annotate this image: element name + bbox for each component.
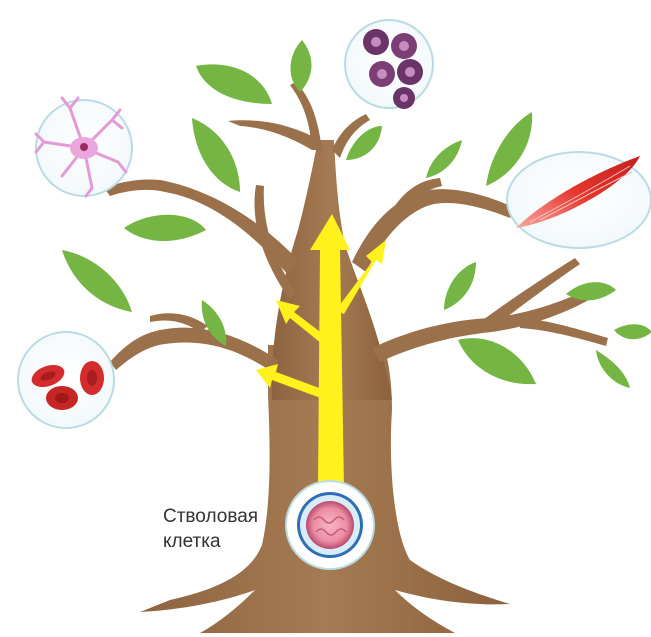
leaf <box>192 118 240 192</box>
branch-top-left <box>228 120 316 150</box>
stem-cell-caption: Стволовая клетка <box>163 504 293 554</box>
stem-cell-bubble <box>286 481 374 569</box>
leaf <box>596 350 630 388</box>
leaf <box>62 250 132 312</box>
leaf <box>566 282 616 300</box>
branch-right-lower-twig2 <box>520 318 608 346</box>
leaf <box>124 215 206 241</box>
leaf <box>426 140 462 178</box>
red-blood-cell-bubble <box>18 332 114 428</box>
caption-line-1: Стволовая <box>163 504 293 529</box>
nerve-cell-bubble <box>36 98 132 196</box>
leaf <box>614 324 651 339</box>
leaf <box>444 262 476 310</box>
branch-left-lower <box>110 328 278 372</box>
leaf <box>196 64 272 104</box>
caption-line-2: клетка <box>163 529 293 554</box>
muscle-fiber-bubble <box>507 152 651 248</box>
leaf <box>458 338 536 384</box>
white-blood-cell-bubble <box>345 20 433 109</box>
